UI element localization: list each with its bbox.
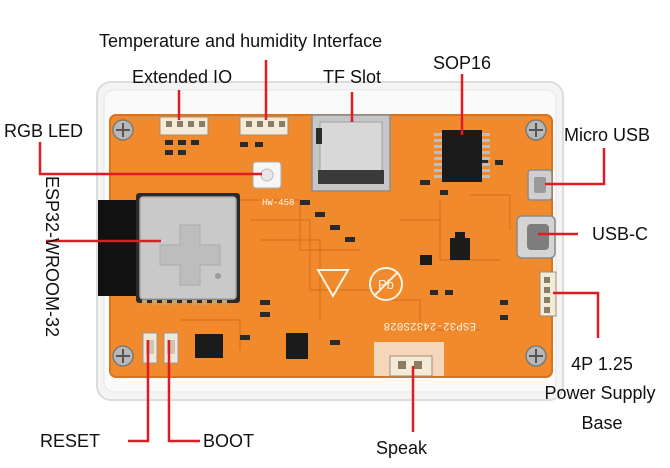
label-speak: Speak bbox=[376, 438, 428, 458]
pb-free-mark bbox=[369, 267, 403, 301]
regulator-chip bbox=[420, 232, 470, 265]
label-rgb-led: RGB LED bbox=[4, 121, 84, 141]
boot-button bbox=[163, 332, 179, 364]
callout-boot bbox=[167, 340, 200, 443]
label-temp-humidity: Temperature and humidity Interface bbox=[99, 31, 383, 51]
tf-slot bbox=[311, 114, 391, 192]
label-reset: RESET bbox=[40, 431, 101, 451]
recycle-mark bbox=[316, 269, 350, 299]
bottom-ics bbox=[195, 333, 308, 359]
usb-c-port bbox=[516, 215, 556, 259]
label-power-line3: Base bbox=[581, 413, 623, 433]
speaker-connector bbox=[374, 342, 444, 377]
sop16-chip bbox=[434, 130, 490, 182]
esp32-module bbox=[98, 193, 240, 305]
mounting-screws bbox=[112, 119, 547, 367]
smd-components bbox=[165, 140, 508, 345]
label-tf-slot: TF Slot bbox=[323, 67, 382, 87]
label-sop16: SOP16 bbox=[433, 53, 492, 73]
temp-humidity-connector bbox=[239, 116, 289, 136]
silk-model-label: ESP32-2432S028 bbox=[384, 319, 476, 331]
label-usb-c: USB-C bbox=[592, 224, 649, 244]
label-extended-io: Extended IO bbox=[132, 67, 233, 87]
label-boot: BOOT bbox=[203, 431, 255, 451]
label-power-line1: 4P 1.25 bbox=[571, 354, 633, 374]
callout-reset bbox=[128, 340, 150, 443]
callout-lines bbox=[38, 60, 606, 443]
label-power-line2: Power Supply bbox=[544, 383, 656, 403]
rgb-led bbox=[252, 161, 282, 189]
pb-text: Pb bbox=[378, 277, 394, 292]
reset-button bbox=[142, 332, 158, 364]
callout-rgb-led bbox=[38, 142, 262, 176]
label-micro-usb: Micro USB bbox=[564, 125, 651, 145]
label-esp32: ESP32-WROOM-32 bbox=[42, 176, 62, 338]
micro-usb-port bbox=[527, 169, 553, 201]
callout-power bbox=[553, 291, 600, 338]
silk-hw-label: HW-458 bbox=[262, 198, 294, 208]
extended-io-connector bbox=[159, 116, 209, 136]
callout-micro-usb bbox=[545, 148, 606, 186]
